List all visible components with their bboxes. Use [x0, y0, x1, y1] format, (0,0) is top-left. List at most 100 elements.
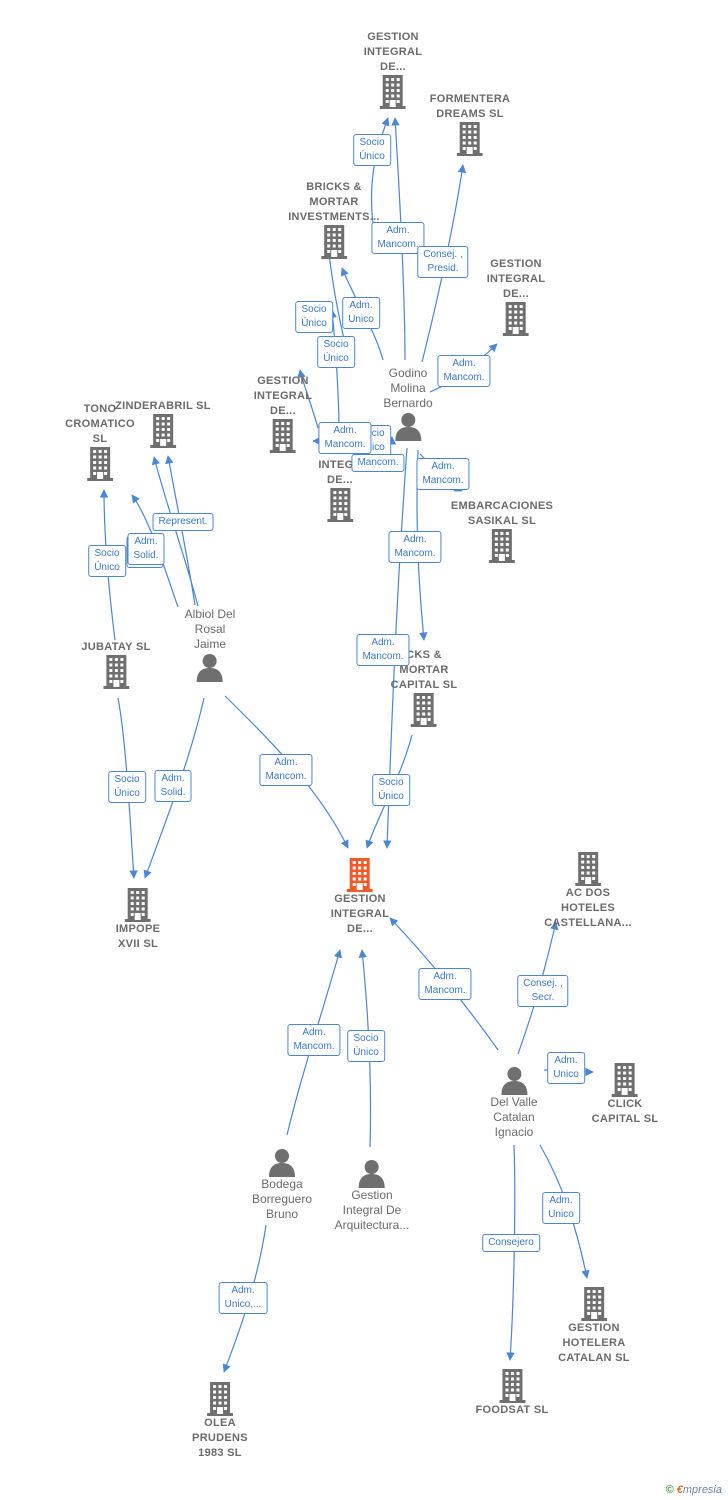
node-icon-wrap — [393, 411, 423, 441]
edge-line — [506, 1144, 516, 1361]
node-icon-wrap — [149, 414, 176, 448]
company-node-gi_mid[interactable]: GESTION INTEGRAL DE... — [254, 374, 313, 453]
node-label: ZINDERABRIL SL — [115, 400, 211, 412]
edge-label[interactable]: Socio Único — [108, 771, 146, 803]
edge-line — [383, 447, 408, 849]
company-node-tono[interactable]: TONO CROMATICO SL — [65, 402, 135, 481]
company-node-gi_top[interactable]: GESTION INTEGRAL DE... — [364, 30, 423, 109]
node-icon-wrap — [498, 1369, 525, 1403]
building-icon — [320, 225, 347, 259]
node-label: BRICKS & MORTAR INVESTMENTS... — [288, 181, 380, 223]
company-node-olea[interactable]: OLEA PRUDENS 1983 SL — [192, 1382, 248, 1461]
building-icon — [326, 488, 353, 522]
building-icon — [380, 75, 406, 109]
edge-label[interactable]: Adm. Unico,... — [218, 1282, 268, 1314]
node-label: Del Valle Catalan Ignacio — [490, 1095, 538, 1139]
building-icon — [410, 693, 437, 727]
edge-label[interactable]: Adm. Unico — [547, 1052, 585, 1084]
node-icon-wrap — [357, 1158, 387, 1188]
node-label: AC DOS HOTELES CASTELLANA... — [544, 887, 632, 929]
building-icon — [488, 529, 515, 563]
edge-label[interactable]: Socio Único — [353, 134, 391, 166]
edge-label[interactable]: Adm. Mancom. — [371, 222, 425, 254]
edge-label[interactable]: Consej. , Presid. — [417, 246, 469, 278]
node-label: Bodega Borreguero Bruno — [251, 1177, 313, 1221]
edge-line — [370, 117, 390, 225]
edge-label[interactable]: Adm. Solid. — [154, 770, 192, 802]
building-icon — [102, 655, 129, 689]
edge-label[interactable]: Socio Único — [347, 1030, 385, 1062]
node-icon-wrap — [380, 75, 406, 109]
building-icon — [125, 888, 151, 922]
company-node-gh_catalan[interactable]: GESTION HOTELERA CATALAN SL — [558, 1287, 630, 1366]
person-icon — [196, 654, 223, 682]
company-node-gi_right[interactable]: GESTION INTEGRAL DE... — [487, 257, 546, 336]
edge-label[interactable]: Adm. Mancom. — [416, 458, 470, 490]
edge-label[interactable]: Adm. Mancom. — [437, 355, 491, 387]
edge-label[interactable]: Adm. Unico — [342, 297, 380, 329]
edge-label[interactable]: Socio Único — [295, 301, 333, 333]
node-icon-wrap — [456, 122, 483, 156]
node-icon-wrap — [499, 1065, 529, 1095]
person-node-godino[interactable]: Godino Molina Bernardo — [383, 366, 433, 441]
person-node-albiol[interactable]: Albiol Del Rosal Jaime — [185, 607, 235, 682]
edge-label[interactable]: Consejero — [482, 1234, 540, 1252]
copyright-symbol: © — [665, 1484, 674, 1496]
company-node-bricks_inv[interactable]: BRICKS & MORTAR INVESTMENTS... — [288, 180, 380, 259]
company-node-acdos[interactable]: AC DOS HOTELES CASTELLANA... — [544, 852, 632, 931]
edge-line — [297, 369, 319, 429]
building-icon — [206, 1382, 233, 1416]
brand-logo-letter: € — [676, 1484, 683, 1496]
node-icon-wrap — [410, 693, 437, 727]
company-node-center[interactable]: GESTION INTEGRAL DE... — [331, 858, 390, 937]
edge-label[interactable]: Adm. Mancom. — [318, 422, 372, 454]
edge-label[interactable]: Adm. Solid. — [127, 533, 165, 565]
node-icon-wrap — [125, 888, 151, 922]
edge-label[interactable]: Mancom. — [351, 454, 405, 472]
edge-label[interactable]: Socio Único — [372, 774, 410, 806]
edge-label[interactable]: Adm. Mancom. — [388, 531, 442, 563]
node-label: IMPOPE XVII SL — [115, 923, 161, 950]
node-icon-wrap — [195, 652, 225, 682]
edge-label[interactable]: Consej. , Secr. — [517, 975, 569, 1007]
company-node-foodsat[interactable]: FOODSAT SL — [475, 1369, 548, 1418]
node-icon-wrap — [270, 419, 296, 453]
person-icon — [268, 1149, 295, 1177]
building-icon — [87, 447, 113, 481]
person-node-delvalle[interactable]: Del Valle Catalan Ignacio — [490, 1065, 538, 1140]
building-icon — [503, 302, 529, 336]
company-node-bricks_cap[interactable]: CKS & MORTAR CAPITAL SL — [391, 648, 458, 727]
edge-label[interactable]: Socio Único — [88, 545, 126, 577]
empresia-brand[interactable]: ©€mpresia — [666, 1484, 722, 1496]
node-label: GESTION INTEGRAL DE... — [486, 258, 546, 300]
building-icon — [575, 852, 601, 886]
node-label: EMBARCACIONES SASIKAL SL — [450, 500, 554, 527]
building-icon — [149, 414, 176, 448]
company-node-gi_mid2[interactable]: INTEGR DE... — [318, 458, 361, 522]
edge-line — [328, 309, 340, 431]
building-icon — [611, 1063, 638, 1097]
company-node-jubatay[interactable]: JUBATAY SL — [81, 640, 150, 689]
person-icon — [395, 413, 421, 441]
company-node-embarcaciones[interactable]: EMBARCACIONES SASIKAL SL — [451, 499, 553, 563]
building-icon — [498, 1369, 525, 1403]
node-label: GESTION HOTELERA CATALAN SL — [558, 1322, 630, 1364]
edge-label[interactable]: Adm. Mancom. — [356, 634, 410, 666]
company-node-impope[interactable]: IMPOPE XVII SL — [116, 888, 161, 952]
node-label: OLEA PRUDENS 1983 SL — [192, 1417, 248, 1459]
node-icon-wrap — [87, 447, 113, 481]
node-label: FOODSAT SL — [475, 1404, 549, 1416]
edge-label[interactable]: Socio Único — [317, 336, 355, 368]
edge-label[interactable]: Adm. Mancom. — [287, 1024, 341, 1056]
company-node-click[interactable]: CLICK CAPITAL SL — [592, 1063, 659, 1127]
edge-label[interactable]: Adm. Unico — [542, 1192, 580, 1224]
edge-label[interactable]: Adm. Mancom. — [418, 968, 472, 1000]
company-node-zinder[interactable]: ZINDERABRIL SL — [115, 399, 211, 448]
building-icon — [456, 122, 483, 156]
person-node-gi_arq[interactable]: Gestion Integral De Arquitectura... — [335, 1158, 409, 1233]
company-node-formentera[interactable]: FORMENTERA DREAMS SL — [430, 92, 511, 156]
edge-label[interactable]: Adm. Mancom. — [259, 754, 313, 786]
edge-label[interactable]: Represent. — [152, 513, 214, 531]
node-label: FORMENTERA DREAMS SL — [429, 93, 511, 120]
person-node-bodega[interactable]: Bodega Borreguero Bruno — [252, 1147, 312, 1222]
